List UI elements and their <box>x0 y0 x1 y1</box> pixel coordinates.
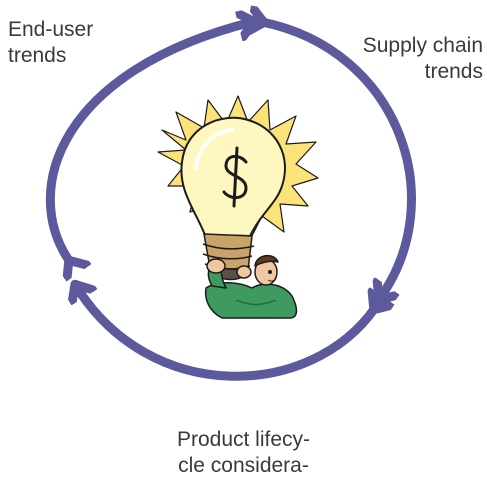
person-holding-bulb-icon <box>204 254 298 319</box>
label-supply-chain-line-2: trends <box>424 60 483 83</box>
label-end-user-line-2: trends <box>8 44 67 67</box>
label-end-user-line-1: End-user <box>8 18 94 41</box>
label-product-line-2: cle considera- <box>178 454 309 477</box>
label-supply-chain-line-1: Supply chain <box>362 34 483 57</box>
label-end-user-trends: End-user trends <box>8 17 93 69</box>
cycle-arrow-bottom <box>76 286 375 381</box>
label-supply-chain-trends: Supply chain trends <box>363 33 483 85</box>
dollar-sign-icon <box>222 146 248 208</box>
lightbulb-dollar-icon <box>157 95 319 281</box>
label-product-lifecycle: Product lifecy- cle considera- <box>0 427 487 479</box>
cycle-arrow-right <box>262 22 416 298</box>
label-product-line-1: Product lifecy- <box>176 428 311 451</box>
cycle-arrow-top-left <box>45 22 252 262</box>
